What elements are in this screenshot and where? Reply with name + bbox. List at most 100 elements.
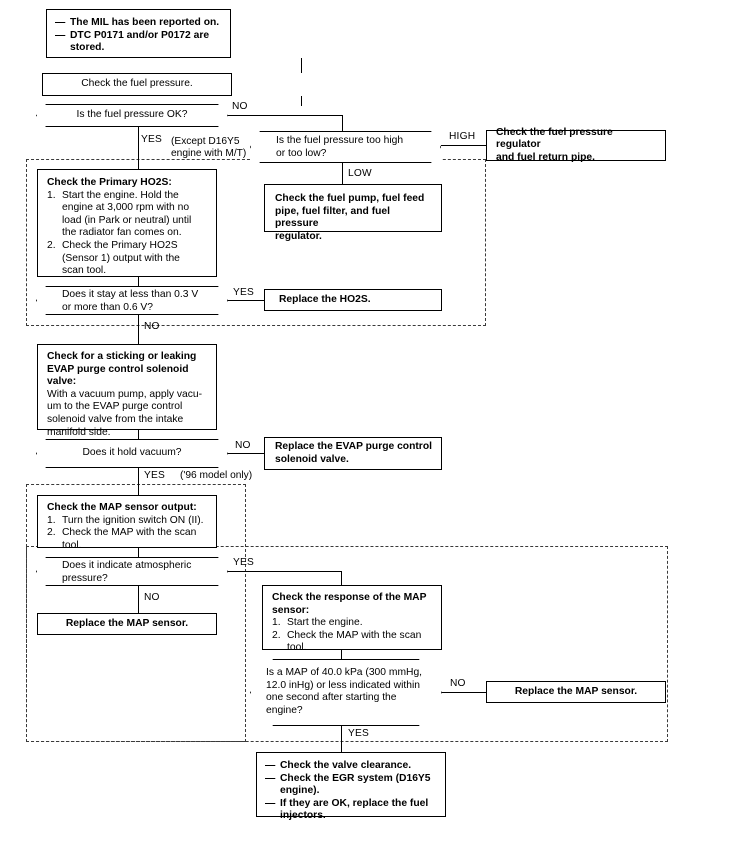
connector-low-to-pump <box>342 163 343 184</box>
connector-no-q40-to-replace-map2 <box>442 692 486 693</box>
list-item: 2. Check the Primary HO2S (Sensor 1) out… <box>47 239 180 277</box>
branch-label-low: LOW <box>348 168 372 179</box>
node-label: Replace the MAP sensor. <box>65 617 189 629</box>
annotation-except-d16y5: (Except D16Y5 engine with M/T) <box>171 136 247 160</box>
hexagon-shape <box>36 286 228 315</box>
list-item: 2. Check the MAP with the scan tool. <box>272 629 422 654</box>
connector-evap-to-q-vacuum <box>138 430 139 439</box>
final-actions-list: — Check the valve clearance. — Check the… <box>265 760 437 823</box>
connector-yes-to-map-output <box>138 468 139 495</box>
list-item: — Check the valve clearance. <box>265 760 412 771</box>
node-label: Does it hold vacuum? <box>82 447 182 459</box>
connector-map-response-to-q40 <box>341 650 342 659</box>
node-label: Check the fuel pressure. <box>81 78 193 90</box>
branch-label-no-fuel-pressure: NO <box>232 101 248 112</box>
hexagon-shape <box>250 659 442 726</box>
hexagon-shape <box>36 557 228 586</box>
list-item: 1. Start the engine. <box>272 617 363 629</box>
node-replace-ho2s: Replace the HO2S. <box>264 289 442 311</box>
branch-label-no-ho2s: NO <box>144 321 160 332</box>
step-number: 2. <box>272 629 281 641</box>
node-start: —The MIL has been reported on. —DTC P017… <box>46 9 231 58</box>
connector-map-output-to-q-atm <box>138 548 139 557</box>
node-label: Is the fuel pressure OK? <box>76 109 188 121</box>
node-label: Is the fuel pressure too high or too low… <box>276 135 404 159</box>
node-check-regulator: Check the fuel pressure regulator and fu… <box>486 127 666 163</box>
node-q-pressure-high-low: Is the fuel pressure too high or too low… <box>250 131 441 163</box>
map-response-steps-list: 1. Start the engine. 2. Check the MAP wi… <box>272 617 432 655</box>
node-q-atmospheric-pressure: Does it indicate atmospheric pressure? <box>36 557 228 586</box>
node-label: Does it stay at less than 0.3 V or more … <box>62 289 199 313</box>
list-item: 1. Turn the ignition switch ON (II). <box>47 514 204 526</box>
step-number: 1. <box>272 617 281 629</box>
annotation-96-model-only: ('96 model only) <box>180 470 253 481</box>
branch-label-yes-atmospheric: YES <box>233 557 254 568</box>
node-q-fuel-pressure-ok: Is the fuel pressure OK? <box>36 104 228 127</box>
connector-no-to-replace-evap <box>228 453 264 454</box>
list-item: 2. Check the MAP with the scan tool. <box>47 527 197 551</box>
node-check-primary-ho2s: Check the Primary HO2S: 1. Start the eng… <box>37 169 217 277</box>
connector-yes-q40-to-final <box>341 726 342 752</box>
em-dash-icon: — <box>55 29 66 41</box>
branch-label-high: HIGH <box>449 131 476 142</box>
connector-start-to-check-pressure <box>301 58 302 73</box>
node-header: Check for a sticking or leaking EVAP pur… <box>47 351 197 388</box>
node-final-actions: — Check the valve clearance. — Check the… <box>256 752 446 821</box>
connector-yes-atm-vertical <box>341 571 342 585</box>
node-label: Replace the MAP sensor. <box>514 685 638 697</box>
step-number: 2. <box>47 239 56 251</box>
node-check-evap: Check for a sticking or leaking EVAP pur… <box>37 344 217 438</box>
hexagon-shape <box>36 439 228 468</box>
node-check-pump: Check the fuel pump, fuel feed pipe, fue… <box>264 184 442 242</box>
list-item: — Check the EGR system (D16Y5 engine). <box>265 772 431 797</box>
node-label: Is a MAP of 40.0 kPa (300 mmHg, 12.0 inH… <box>266 667 423 716</box>
node-replace-map-sensor-2: Replace the MAP sensor. <box>486 681 666 703</box>
connector-q-ok-no-horizontal <box>228 115 343 116</box>
node-body: With a vacuum pump, apply vacu- um to th… <box>47 388 203 438</box>
node-q-map-40kpa: Is a MAP of 40.0 kPa (300 mmHg, 12.0 inH… <box>250 659 442 726</box>
node-label: Replace the HO2S. <box>279 293 371 305</box>
list-item: 1. Start the engine. Hold the engine at … <box>47 189 192 239</box>
connector-check-pressure-to-q-ok <box>301 96 302 106</box>
node-header: Check the MAP sensor output: <box>47 502 197 513</box>
node-check-fuel-pressure: Check the fuel pressure. <box>42 73 232 96</box>
connector-high-to-regulator <box>441 145 486 146</box>
list-item: — If they are OK, replace the fuel injec… <box>265 797 429 822</box>
hexagon-shape <box>250 131 441 163</box>
branch-label-no-atmospheric: NO <box>144 592 160 603</box>
step-number: 1. <box>47 514 56 526</box>
hexagon-shape <box>36 104 228 127</box>
branch-label-no-map40: NO <box>450 678 466 689</box>
connector-ho2s-to-q-voltage <box>138 277 139 286</box>
list-item: —The MIL has been reported on. <box>55 17 220 28</box>
node-header: Check the Primary HO2S: <box>47 177 172 188</box>
branch-label-yes-ho2s: YES <box>233 287 254 298</box>
node-check-map-response: Check the response of the MAP sensor: 1.… <box>262 585 442 653</box>
node-q-hold-vacuum: Does it hold vacuum? <box>36 439 228 468</box>
node-replace-evap: Replace the EVAP purge control solenoid … <box>264 437 442 470</box>
branch-label-yes-map40: YES <box>348 728 369 739</box>
em-dash-icon: — <box>265 772 276 784</box>
branch-label-no-vacuum: NO <box>235 440 251 451</box>
connector-q-ok-no-vertical <box>342 115 343 132</box>
connector-yes-atm-horizontal <box>228 571 342 572</box>
branch-label-yes-fuel-pressure: YES <box>141 134 162 145</box>
start-items-list: —The MIL has been reported on. —DTC P017… <box>55 17 222 55</box>
connector-q-ok-yes-vertical <box>138 126 139 170</box>
node-label: Does it indicate atmospheric pressure? <box>62 560 192 584</box>
step-number: 1. <box>47 189 56 201</box>
node-check-map-output: Check the MAP sensor output: 1. Turn the… <box>37 495 217 551</box>
ho2s-steps-list: 1. Start the engine. Hold the engine at … <box>47 190 207 278</box>
connector-yes-to-replace-ho2s <box>228 300 264 301</box>
connector-no-atm-to-replace-map <box>138 586 139 613</box>
step-number: 2. <box>47 527 56 539</box>
list-item: —DTC P0171 and/or P0172 are stored. <box>55 29 210 54</box>
em-dash-icon: — <box>55 17 66 28</box>
node-header: Check the response of the MAP sensor: <box>272 592 427 616</box>
branch-label-yes-vacuum: YES <box>144 470 165 481</box>
connector-no-to-evap <box>138 315 139 344</box>
node-q-ho2s-voltage: Does it stay at less than 0.3 V or more … <box>36 286 228 315</box>
em-dash-icon: — <box>265 760 276 771</box>
em-dash-icon: — <box>265 797 276 809</box>
